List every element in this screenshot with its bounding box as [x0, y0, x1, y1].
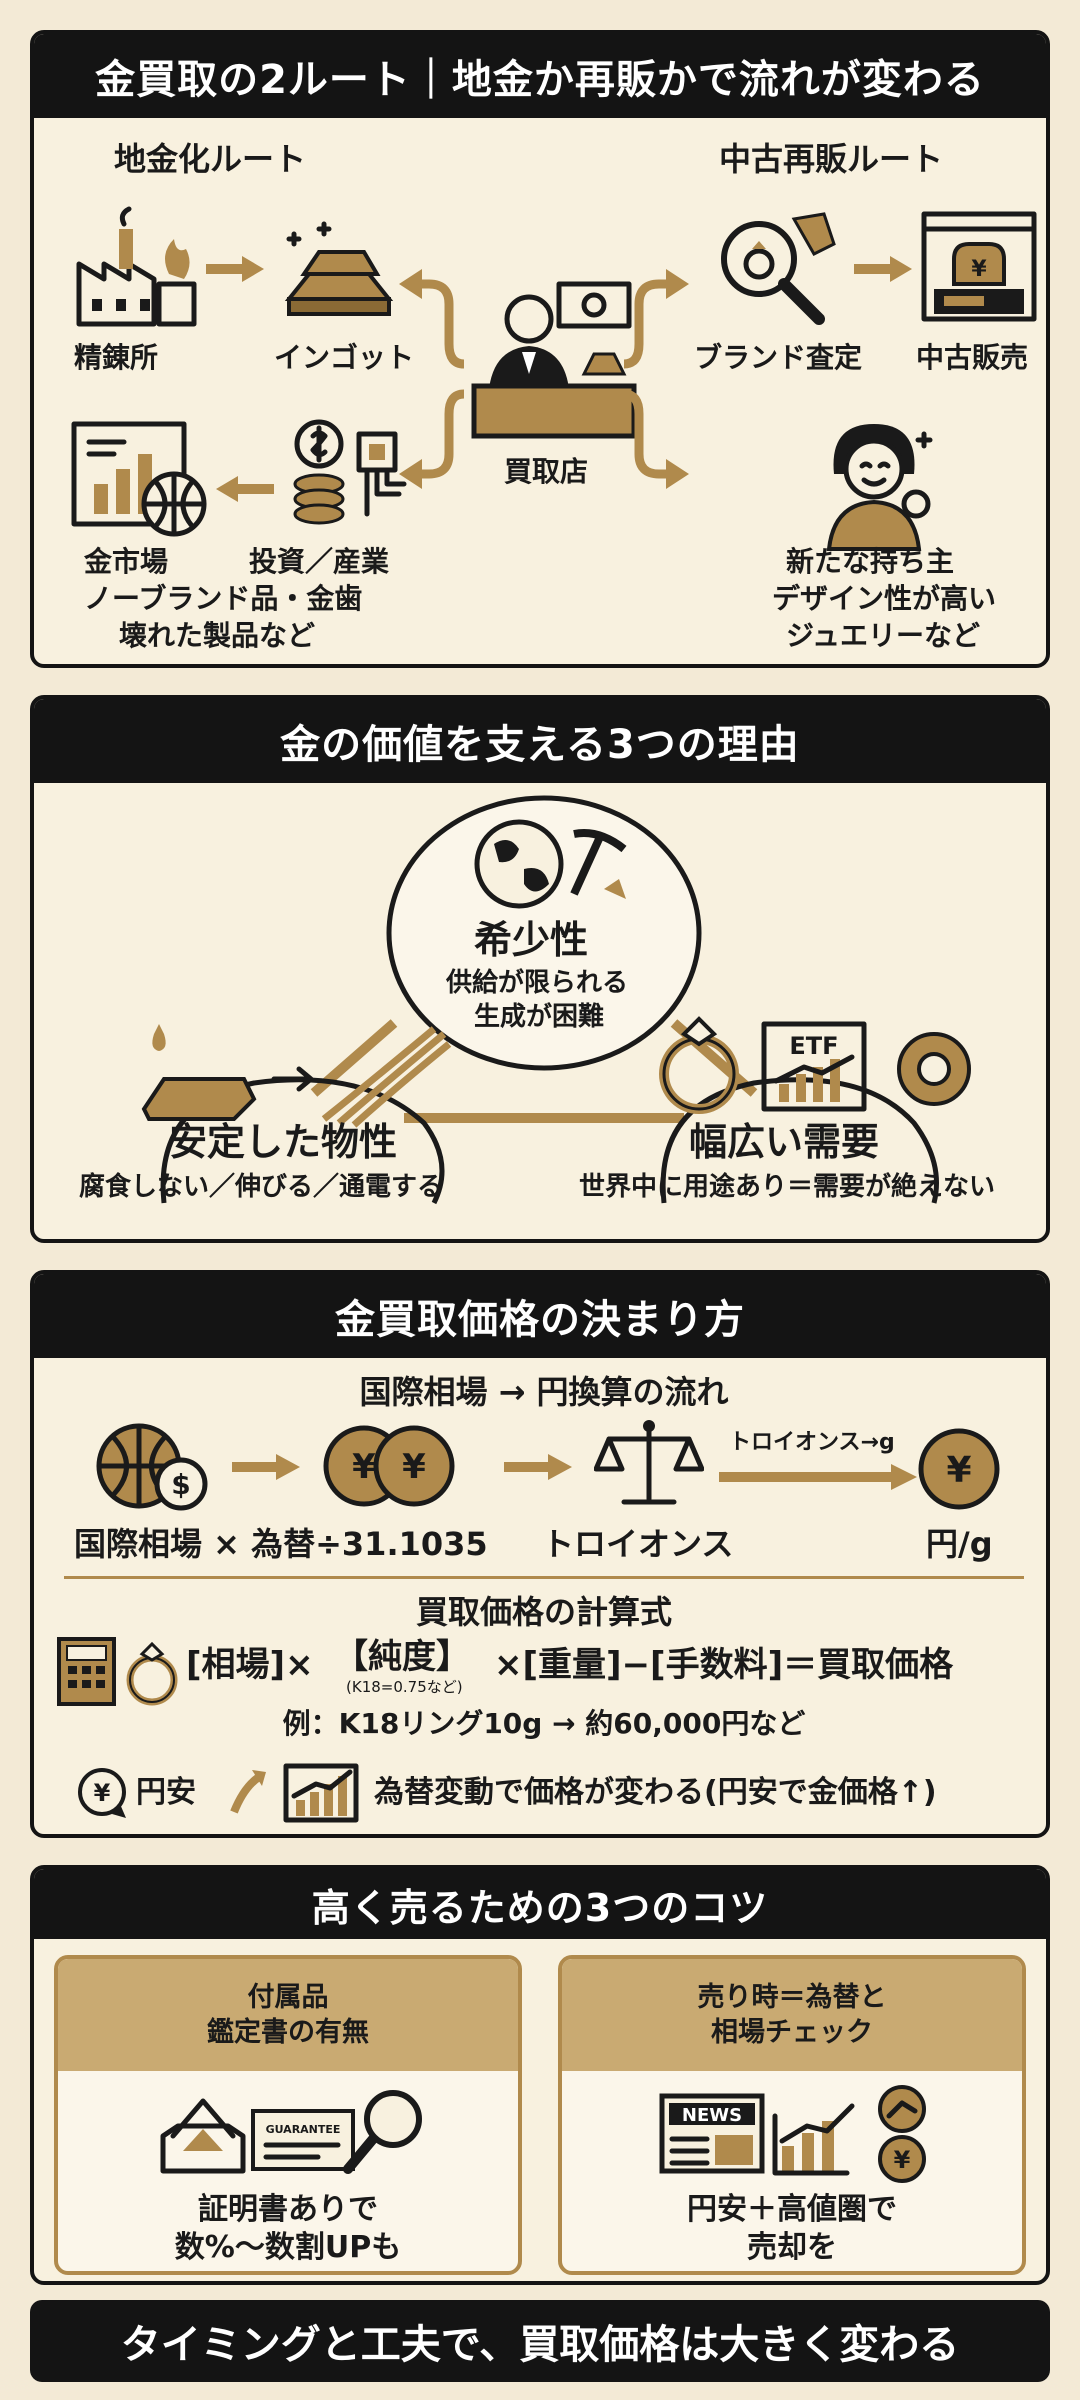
ingot-icon [269, 204, 409, 334]
flow-arrow-label: トロイオンス→g [729, 1430, 895, 1455]
tip1-head-1: 付属品 [247, 1981, 329, 2013]
brand-check-label: ブランド査定 [694, 341, 863, 374]
showcase-icon: ¥ [914, 204, 1044, 334]
arrow-to-ingot [206, 256, 264, 282]
arrow-to-market [216, 476, 274, 502]
yen-coins-icon: ¥ ¥ [314, 1416, 464, 1516]
guarantee-text: GUARANTEE [266, 2123, 341, 2136]
stable-label: 安定した物性 [169, 1120, 398, 1164]
brand-appraisal-icon [704, 204, 844, 334]
tips-panel: 高く売るための3つのコツ 付属品 鑑定書の有無 GUARANTEE 証明書ありで… [30, 1865, 1050, 2285]
tip2-head-2: 相場チェック [711, 2017, 873, 2048]
reasons-title: 金の価値を支える3つの理由 [34, 699, 1046, 783]
tip1-body-1: 証明書ありで [198, 2192, 378, 2227]
tip2-body-1: 円安＋高値圏で [687, 2192, 897, 2227]
invest-label: 投資／産業 [249, 545, 390, 578]
formula-part-2: 【純度】 [334, 1637, 470, 1677]
svg-text:¥: ¥ [402, 1447, 426, 1487]
right-route-heading: 中古再販ルート [719, 140, 944, 178]
reasons-panel: 金の価値を支える3つの理由 希少性 供給が限られる 生成が困難 安定した物性 腐… [30, 695, 1050, 1243]
yen-weak-label: 円安 [136, 1775, 196, 1810]
svg-text:¥: ¥ [894, 2146, 911, 2174]
tip2-body-2: 売却を [747, 2230, 837, 2265]
scale-icon [594, 1414, 704, 1514]
svg-text:¥: ¥ [946, 1450, 971, 1491]
flow-label-1: 国際相場 × 為替÷31.1035 [74, 1525, 488, 1563]
tip1-body-2: 数%〜数割UPも [174, 2230, 402, 2265]
flow-arrow-1 [232, 1454, 300, 1480]
globe-pickaxe-icon [464, 814, 634, 914]
calculator-ring-icon [54, 1634, 184, 1709]
new-owner-icon [804, 404, 944, 554]
price-title: 金買取価格の決まり方 [34, 1274, 1046, 1358]
flow-label-3: 円/g [926, 1525, 993, 1563]
example-text: 例：K18リング10g → 約60,000円など [282, 1707, 806, 1740]
arrow-to-sale [854, 256, 912, 282]
news-chart-icon: NEWS ¥ [657, 2081, 947, 2186]
shop-label: 買取店 [504, 455, 589, 488]
shop-connectors [399, 269, 689, 489]
flow-label-2: トロイオンス [542, 1525, 734, 1563]
certificate-icon: GUARANTEE [148, 2081, 438, 2181]
tips-title: 高く売るための3つのコツ [34, 1869, 1046, 1939]
demand-sub: 世界中に用途あり＝需要が絶えない [579, 1172, 996, 1202]
rarity-sub-1: 供給が限られる [446, 968, 629, 998]
footer-banner: タイミングと工夫で、買取価格は大きく変わる [30, 2300, 1050, 2382]
formula-title: 買取価格の計算式 [415, 1593, 672, 1631]
right-note-1: デザイン性が高い [772, 582, 997, 615]
yen-down-icon: ¥ [74, 1766, 134, 1822]
flow-arrow-3 [719, 1464, 917, 1490]
new-owner-label: 新たな持ち主 [786, 545, 955, 578]
svg-text:¥: ¥ [971, 257, 987, 282]
left-note-1: ノーブランド品・金歯 [84, 582, 363, 615]
yen-coin-icon: ¥ [914, 1424, 1004, 1514]
stable-sub: 腐食しない／伸びる／通電する [79, 1172, 444, 1202]
gold-market-icon [64, 414, 214, 544]
right-note-2: ジュエリーなど [786, 619, 981, 652]
svg-text:¥: ¥ [94, 1779, 111, 1807]
formula-purity-note: (K18=0.75など) [346, 1678, 463, 1696]
used-sale-label: 中古販売 [916, 341, 1029, 374]
bar-to-wire-icon [134, 1019, 454, 1129]
tip2-head: 売り時＝為替と 相場チェック [562, 1959, 1022, 2071]
gold-market-label: 金市場 [84, 545, 169, 578]
refinery-label: 精錬所 [74, 341, 159, 374]
routes-panel: 金買取の2ルート｜地金か再販かで流れが変わる 地金化ルート 中古再販ルート 精錬… [30, 30, 1050, 668]
fx-note: 為替変動で価格が変わる(円安で金価格↑) [374, 1775, 937, 1810]
rarity-sub-2: 生成が困難 [474, 1002, 605, 1032]
investment-icon [279, 414, 419, 544]
flow-title: 国際相場 → 円換算の流れ [359, 1373, 729, 1411]
price-panel: 金買取価格の決まり方 国際相場 → 円換算の流れ $ ¥ ¥ トロイオンス→g [30, 1270, 1050, 1838]
rarity-label: 希少性 [474, 918, 589, 962]
tip-card-2: 売り時＝為替と 相場チェック NEWS ¥ 円安＋高値圏で 売却を [558, 1955, 1026, 2275]
news-text: NEWS [682, 2105, 742, 2126]
formula-part-3: ×[重量]−[手数料]＝買取価格 [494, 1645, 954, 1685]
svg-text:$: $ [171, 1468, 190, 1501]
divider [64, 1576, 1024, 1579]
formula-part-1: [相場]× [186, 1645, 314, 1685]
left-note-2: 壊れた製品など [119, 619, 316, 652]
reasons-triangle [160, 795, 939, 1205]
trend-up-chart-icon [224, 1762, 364, 1824]
left-route-heading: 地金化ルート [114, 140, 307, 178]
ingot-label: インゴット [274, 341, 415, 374]
svg-text:¥: ¥ [352, 1447, 376, 1487]
tip2-head-1: 売り時＝為替と [697, 1981, 887, 2013]
shop-clerk-icon [464, 274, 644, 444]
ring-etf-gear-icon: ETF [654, 1009, 984, 1119]
etf-text: ETF [789, 1032, 838, 1060]
tip1-head-2: 鑑定書の有無 [207, 2017, 369, 2048]
routes-title: 金買取の2ルート｜地金か再販かで流れが変わる [34, 34, 1046, 118]
globe-dollar-icon: $ [89, 1416, 209, 1516]
factory-icon [64, 204, 204, 334]
flow-arrow-2 [504, 1454, 572, 1480]
demand-label: 幅広い需要 [689, 1120, 880, 1164]
tip1-head: 付属品 鑑定書の有無 [58, 1959, 518, 2071]
tip-card-1: 付属品 鑑定書の有無 GUARANTEE 証明書ありで 数%〜数割UPも [54, 1955, 522, 2275]
